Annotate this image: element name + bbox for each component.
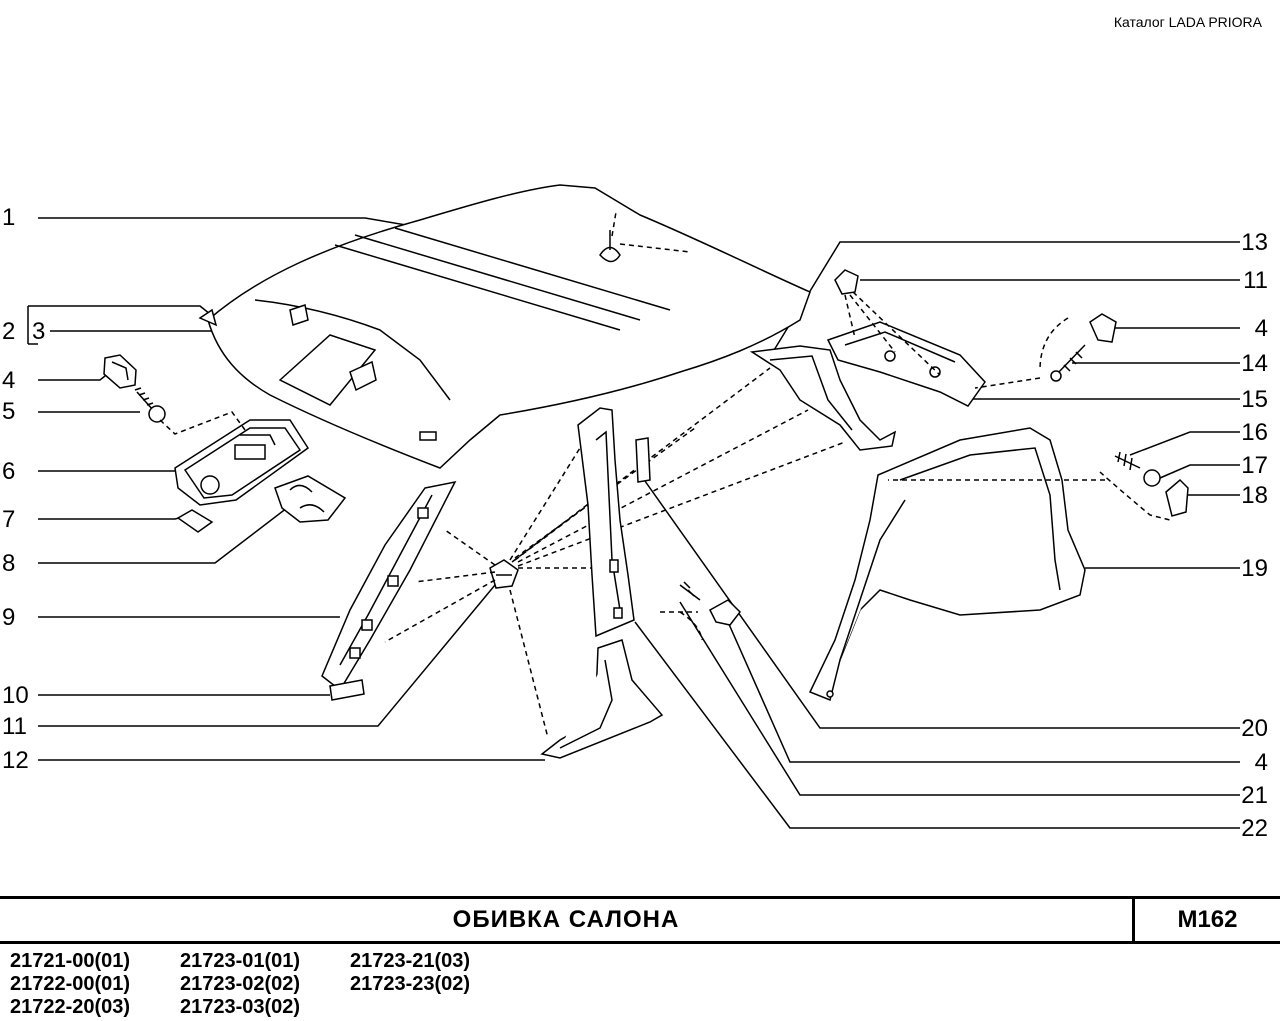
visor-holder [103,354,137,389]
model-code: 21723-21(03) [350,950,471,972]
holder-dashed [660,611,703,641]
callout-right-14: 14 [1241,350,1268,377]
screw-center [679,581,701,601]
callout-left-8: 8 [2,550,16,577]
callout-left-12: 12 [2,747,29,774]
callout-left-6: 6 [2,458,16,485]
callout-right-16: 16 [1241,419,1268,446]
callout-right-15: 15 [1241,386,1268,413]
c-pillar-arrows [844,291,1069,389]
model-code: 21723-01(01) [180,950,301,972]
holder-center [709,599,741,626]
screw-16 [1114,451,1141,471]
callout-right-20: 20 [1241,715,1268,742]
callout-left-7: 7 [2,506,16,533]
catalog-header: Каталог LADA PRIORA [1113,14,1262,30]
clip-top [834,269,859,295]
callout-right-19: 19 [1241,555,1268,582]
handle-bracket-8 [274,475,347,523]
callout-left-3: 3 [32,318,46,345]
plug-10 [329,679,365,701]
callout-left-9: 9 [2,604,16,631]
model-code: 21722-20(03) [10,996,131,1018]
callout-right-13: 13 [1241,229,1268,256]
callout-right-17: 17 [1241,452,1268,479]
screw-5 [134,387,166,423]
visor-link-dashed [159,411,246,435]
callout-left-4: 4 [2,367,16,394]
callout-left-1: 1 [2,204,16,231]
callout-right-4b: 4 [1254,749,1268,776]
model-code: 21723-03(02) [180,996,301,1018]
dome-light-console [174,419,310,506]
title-rule-mid [0,941,1280,944]
parts-diagram [27,184,1240,829]
a-pillar-trim-9 [321,480,457,692]
clip-arrows [384,367,846,739]
callout-right-4: 4 [1254,315,1268,342]
title-block: ОБИВКА САЛОНА M162 21721-00(01) 21722-00… [0,896,1280,1021]
callout-left-11: 11 [2,713,27,740]
b-pillar-upper-20 [577,407,635,638]
clip-11 [489,559,519,589]
clip-18 [1165,478,1189,517]
callout-right-11: 11 [1243,267,1268,294]
holder-14 [1089,313,1117,343]
callout-left-5: 5 [2,398,16,425]
b-pillar-strip [635,437,651,483]
model-code: 21721-00(01) [10,950,131,972]
model-code: 21723-23(02) [350,973,471,995]
roof-headliner [198,184,811,469]
title-rule-divider [1132,896,1135,943]
trunk-trim-19 [808,427,1086,702]
washer-17 [1143,469,1161,487]
model-code: 21722-00(01) [10,973,131,995]
model-code: 21723-02(02) [180,973,301,995]
c-pillar-trim-13 [749,345,897,451]
callout-right-21: 21 [1241,782,1268,809]
callout-right-22: 22 [1241,815,1268,842]
c-pillar-trim-15 [826,321,986,407]
callout-left-2: 2 [2,318,16,345]
trunk-arrow [888,471,1171,521]
callout-left-10: 10 [2,682,29,709]
section-code: M162 [1177,906,1238,933]
roof-arrows [611,211,691,253]
section-title: ОБИВКА САЛОНА [452,906,680,933]
title-rule-top [0,896,1280,899]
callout-right-18: 18 [1241,482,1268,509]
screw-14 [1050,344,1086,382]
lens-7 [176,509,214,533]
b-pillar-lower-12 [540,639,664,759]
